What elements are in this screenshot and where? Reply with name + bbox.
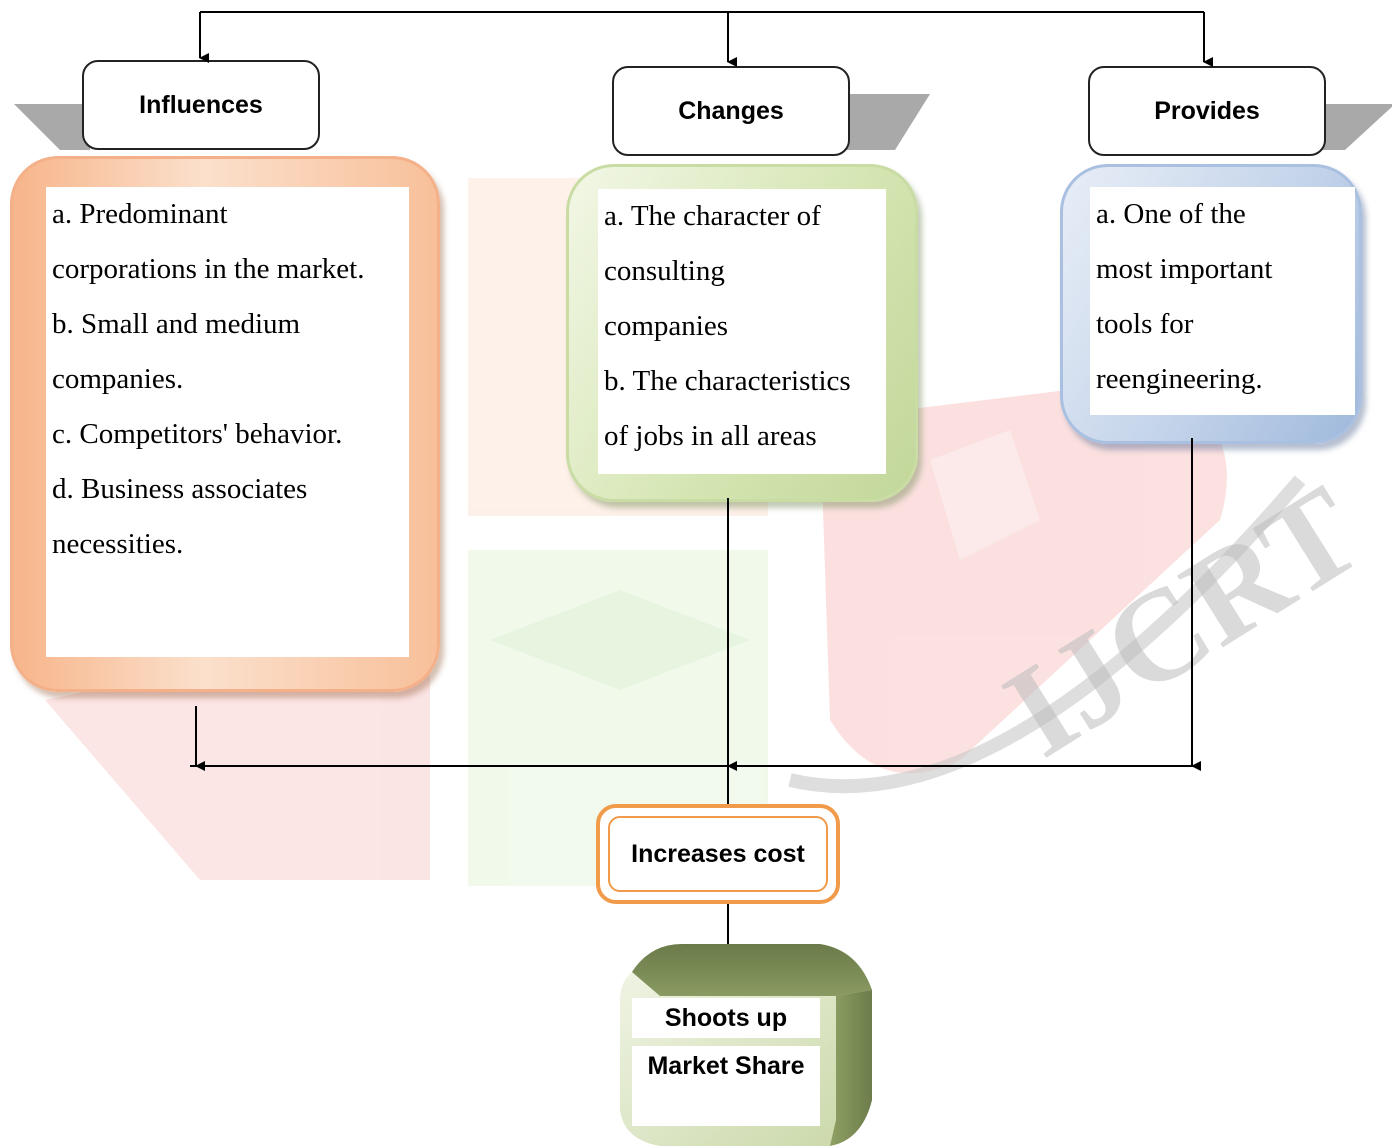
changes-panel: a. The character of consulting companies… xyxy=(566,164,918,502)
list-item: corporations in the market. xyxy=(52,253,365,285)
list-item: necessities. xyxy=(52,528,184,560)
list-item: b. Small and medium xyxy=(52,308,301,340)
list-item: companies. xyxy=(52,363,184,395)
list-item: a. The character of xyxy=(604,200,821,232)
list-item: b. The characteristics xyxy=(604,365,851,397)
list-item: consulting xyxy=(604,255,725,287)
list-item: d. Business associates xyxy=(52,473,308,505)
list-item: a. Predominant xyxy=(52,198,228,230)
changes-label: Changes xyxy=(612,66,850,156)
changes-list: a. The character of consulting companies… xyxy=(598,189,886,474)
provides-list: a. One of the most important tools for r… xyxy=(1090,187,1355,415)
result-line-1: Shoots up xyxy=(632,998,820,1038)
list-item: a. One of the xyxy=(1096,198,1246,230)
list-item: companies xyxy=(604,310,729,342)
increases-cost-box: Increases cost xyxy=(596,804,840,904)
influences-panel: a. Predominant corporations in the marke… xyxy=(10,156,440,692)
influences-list: a. Predominant corporations in the marke… xyxy=(46,187,409,657)
provides-label: Provides xyxy=(1088,66,1326,156)
increases-cost-label: Increases cost xyxy=(608,816,828,892)
provides-panel: a. One of the most important tools for r… xyxy=(1060,164,1362,444)
list-item: of jobs in all areas xyxy=(604,420,817,452)
list-item: most important xyxy=(1096,253,1273,285)
list-item: c. Competitors' behavior. xyxy=(52,418,343,450)
result-line-2: Market Share xyxy=(632,1046,820,1126)
influences-label: Influences xyxy=(82,60,320,150)
list-item: tools for xyxy=(1096,308,1194,340)
list-item: reengineering. xyxy=(1096,363,1263,395)
